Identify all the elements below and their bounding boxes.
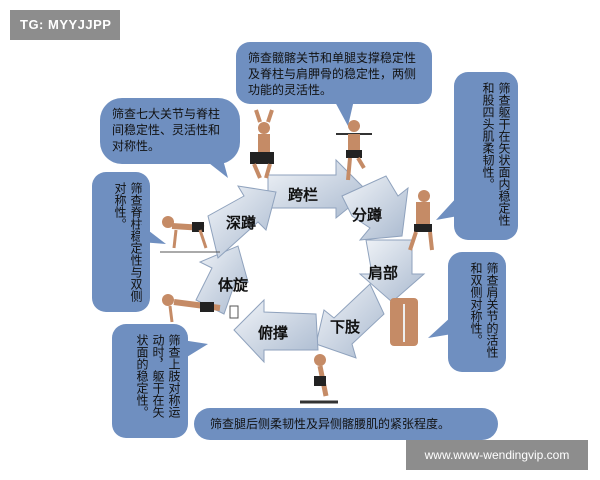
bubble-upper-left: 筛查七大关节与脊柱间稳定性、灵活性和对称性。 (100, 98, 240, 164)
bubble-upper-left-tail (200, 156, 228, 178)
bubble-right-mid-tail (428, 316, 452, 338)
label-kualan: 跨栏 (288, 186, 319, 204)
bubble-lower-left: 筛查上肢对称运动时，躯干在矢状面的稳定性。 (112, 324, 188, 438)
label-fendun: 分蹲 (352, 206, 383, 224)
arrow-shendun (207, 185, 277, 259)
figure-inline-lunge (408, 190, 434, 251)
bubble-right-mid-text: 筛查肩关节的活性和双侧对称性。 (469, 262, 499, 358)
bubble-right-top-text: 筛查躯干在矢状面内稳定性和股四头肌柔韧性。 (481, 82, 511, 226)
bubble-right-top-tail (436, 196, 458, 220)
bubble-left-text: 筛查脊柱稳定性与双侧对称性。 (113, 182, 143, 302)
figure-shoulder (390, 298, 418, 346)
figure-push-up (162, 294, 239, 323)
bubble-right-mid: 筛查肩关节的活性和双侧对称性。 (448, 252, 506, 372)
figure-rotary (160, 216, 220, 253)
label-tixuan: 体旋 (218, 276, 249, 294)
watermark-tag: TG: MYYJJPP (10, 10, 120, 40)
bubble-top-text: 筛查髋髂关节和单腿支撑稳定性及脊柱与肩胛骨的稳定性，两侧功能的灵活性。 (248, 51, 417, 97)
figure-leg-raise (300, 354, 338, 404)
label-shendun: 深蹲 (226, 214, 257, 232)
arrow-fucheng (233, 298, 319, 364)
bubble-top: 筛查髋髂关节和单腿支撑稳定性及脊柱与肩胛骨的稳定性，两侧功能的灵活性。 (236, 42, 432, 104)
arrow-xiazhi (315, 283, 385, 359)
bubble-bottom-text: 筛查腿后侧柔韧性及异侧髂腰肌的紧张程度。 (210, 417, 451, 431)
bubble-left-tail (140, 224, 166, 244)
bubble-top-tail (334, 100, 354, 126)
arrow-fendun (341, 175, 409, 241)
label-jianbu: 肩部 (368, 264, 399, 282)
watermark-url: www.www-wendingvip.com (406, 440, 588, 470)
bubble-bottom: 筛查腿后侧柔韧性及异侧髂腰肌的紧张程度。 (194, 408, 498, 440)
bubble-right-top: 筛查躯干在矢状面内稳定性和股四头肌柔韧性。 (454, 72, 518, 240)
bubble-upper-left-text: 筛查七大关节与脊柱间稳定性、灵活性和对称性。 (112, 107, 221, 153)
bubble-lower-left-tail (182, 340, 208, 360)
label-xiazhi: 下肢 (330, 318, 361, 336)
figure-hurdle-step (336, 120, 372, 181)
figure-deep-squat (250, 109, 274, 179)
label-fucheng: 俯撑 (258, 324, 289, 342)
bubble-lower-left-text: 筛查上肢对称运动时，躯干在矢状面的稳定性。 (135, 334, 181, 418)
